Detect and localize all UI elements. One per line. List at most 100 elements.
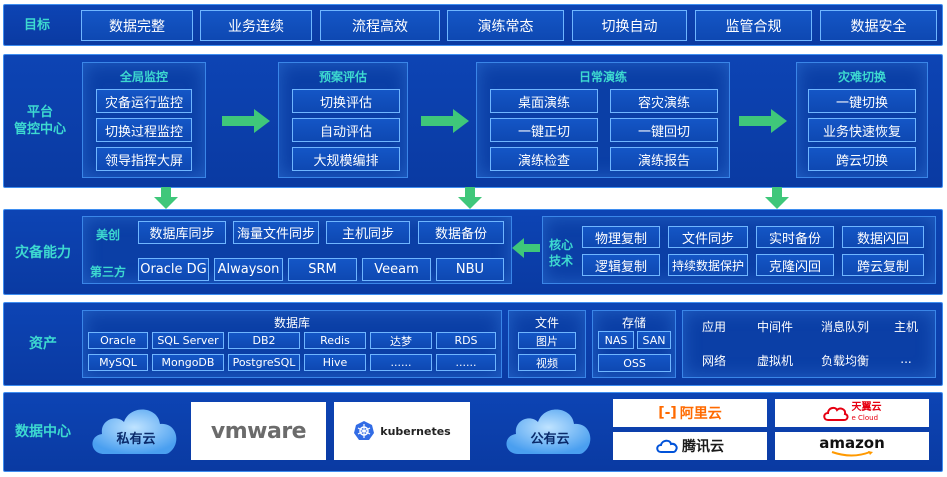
public-cloud-icon bbox=[506, 409, 591, 454]
meichuang-item-1: 数据库同步 bbox=[138, 221, 226, 244]
third-party-label: 第三方 bbox=[90, 265, 127, 279]
goal-data-security: 数据安全 bbox=[820, 10, 937, 41]
db-item-12: ...... bbox=[436, 354, 496, 371]
aliyun-icon: [-] bbox=[658, 405, 677, 421]
third-party-item-4: Veeam bbox=[362, 258, 431, 281]
public-cloud-label: 公有云 bbox=[530, 432, 570, 447]
file-item-image: 图片 bbox=[518, 332, 576, 349]
asset-more: ... bbox=[900, 352, 912, 366]
daily-drill-item-6: 演练报告 bbox=[610, 147, 718, 171]
amazon-logo-text: amazon bbox=[819, 433, 885, 452]
core-item-3: 实时备份 bbox=[756, 226, 834, 248]
daily-drill-item-5: 演练检查 bbox=[490, 147, 598, 171]
amazon-logo: amazon bbox=[775, 432, 929, 460]
asset-network: 网络 bbox=[701, 354, 726, 368]
disaster-switch-item-3: 跨云切换 bbox=[808, 147, 916, 171]
global-monitor-item-1: 灾备运行监控 bbox=[96, 89, 192, 113]
private-cloud-icon bbox=[92, 409, 177, 454]
goal-drill-routine: 演练常态 bbox=[447, 10, 564, 41]
asset-vm: 虚拟机 bbox=[756, 354, 793, 368]
third-party-item-2: Alwayson bbox=[214, 258, 283, 281]
database-title: 数据库 bbox=[273, 316, 310, 330]
core-tech-label-line1: 核心 bbox=[549, 238, 574, 252]
plan-eval-item-2: 自动评估 bbox=[292, 118, 400, 142]
group-plan-eval-title: 预案评估 bbox=[318, 70, 367, 84]
db-item-6: RDS bbox=[436, 332, 496, 349]
vmware-logo: vmware bbox=[191, 402, 326, 460]
arrow-right-icon bbox=[421, 109, 469, 133]
third-party-item-5: NBU bbox=[436, 258, 504, 281]
group-daily-drill-title: 日常演练 bbox=[578, 70, 627, 84]
asset-lb: 负载均衡 bbox=[820, 354, 869, 368]
db-item-10: Hive bbox=[304, 354, 366, 371]
aliyun-logo: [-] 阿里云 bbox=[613, 399, 767, 427]
vmware-logo-text: vmware bbox=[210, 418, 307, 444]
private-cloud-label: 私有云 bbox=[116, 432, 156, 447]
goal-business-continuity: 业务连续 bbox=[200, 10, 312, 41]
kubernetes-logo: kubernetes bbox=[334, 402, 470, 460]
file-title: 文件 bbox=[534, 316, 559, 330]
third-party-item-1: Oracle DG bbox=[138, 258, 209, 281]
meichuang-label: 美创 bbox=[96, 228, 121, 242]
db-item-8: MongoDB bbox=[152, 354, 224, 371]
tianyi-logo-subtext: e Cloud bbox=[851, 414, 879, 422]
capability-label: 灾备能力 bbox=[15, 245, 71, 261]
arrow-down-icon bbox=[458, 187, 482, 209]
tianyi-logo: 天翼云 e Cloud bbox=[775, 399, 929, 427]
core-item-7: 克隆闪回 bbox=[756, 254, 834, 276]
daily-drill-item-3: 一键正切 bbox=[490, 118, 598, 142]
tencent-logo-text: 腾讯云 bbox=[682, 439, 724, 455]
disaster-switch-item-1: 一键切换 bbox=[808, 89, 916, 113]
plan-eval-item-1: 切换评估 bbox=[292, 89, 400, 113]
core-tech-label-line2: 技术 bbox=[549, 254, 574, 268]
tianyi-logo-text: 天翼云 bbox=[851, 402, 882, 413]
arrow-down-icon bbox=[765, 187, 789, 209]
amazon-smile-icon bbox=[831, 450, 873, 456]
daily-drill-item-2: 容灾演练 bbox=[610, 89, 718, 113]
goals-label: 目标 bbox=[23, 18, 50, 33]
file-item-video: 视频 bbox=[518, 354, 576, 371]
db-item-9: PostgreSQL bbox=[228, 354, 300, 371]
platform-label-line2: 管控中心 bbox=[13, 122, 66, 137]
storage-item-oss: OSS bbox=[598, 354, 671, 372]
plan-eval-item-3: 大规模编排 bbox=[292, 147, 400, 171]
daily-drill-item-1: 桌面演练 bbox=[490, 89, 598, 113]
db-item-7: MySQL bbox=[88, 354, 148, 371]
aliyun-logo-text: 阿里云 bbox=[679, 406, 722, 422]
assets-label: 资产 bbox=[29, 336, 57, 352]
platform-label-line1: 平台 bbox=[26, 105, 53, 120]
daily-drill-item-4: 一键回切 bbox=[610, 118, 718, 142]
arrow-down-icon bbox=[154, 187, 178, 209]
arrow-right-icon bbox=[739, 109, 787, 133]
core-item-4: 数据闪回 bbox=[842, 226, 924, 248]
core-item-8: 跨云复制 bbox=[842, 254, 924, 276]
core-item-1: 物理复制 bbox=[582, 226, 660, 248]
asset-middleware: 中间件 bbox=[756, 320, 793, 334]
group-global-monitor-title: 全局监控 bbox=[119, 70, 168, 84]
storage-title: 存储 bbox=[621, 316, 646, 330]
db-item-5: 达梦 bbox=[370, 332, 432, 349]
core-item-6: 持续数据保护 bbox=[668, 254, 748, 276]
db-item-3: DB2 bbox=[228, 332, 300, 349]
db-item-11: ...... bbox=[370, 354, 432, 371]
goal-process-efficiency: 流程高效 bbox=[320, 10, 440, 41]
third-party-item-3: SRM bbox=[288, 258, 357, 281]
meichuang-item-3: 主机同步 bbox=[326, 221, 410, 244]
goal-data-integrity: 数据完整 bbox=[81, 10, 193, 41]
goal-compliance: 监管合规 bbox=[695, 10, 812, 41]
core-item-5: 逻辑复制 bbox=[582, 254, 660, 276]
db-item-1: Oracle bbox=[88, 332, 148, 349]
global-monitor-item-2: 切换过程监控 bbox=[96, 118, 192, 142]
meichuang-item-2: 海量文件同步 bbox=[233, 221, 319, 244]
core-item-2: 文件同步 bbox=[668, 226, 748, 248]
kubernetes-logo-text: kubernetes bbox=[380, 424, 451, 438]
goal-auto-switch: 切换自动 bbox=[572, 10, 687, 41]
arrow-left-icon bbox=[512, 238, 540, 258]
meichuang-item-4: 数据备份 bbox=[418, 221, 504, 244]
storage-item-san: SAN bbox=[637, 331, 671, 349]
global-monitor-item-3: 领导指挥大屏 bbox=[96, 147, 192, 171]
arrow-right-icon bbox=[222, 109, 270, 133]
datacenter-label: 数据中心 bbox=[15, 424, 71, 440]
storage-item-nas: NAS bbox=[598, 331, 634, 349]
db-item-4: Redis bbox=[304, 332, 366, 349]
